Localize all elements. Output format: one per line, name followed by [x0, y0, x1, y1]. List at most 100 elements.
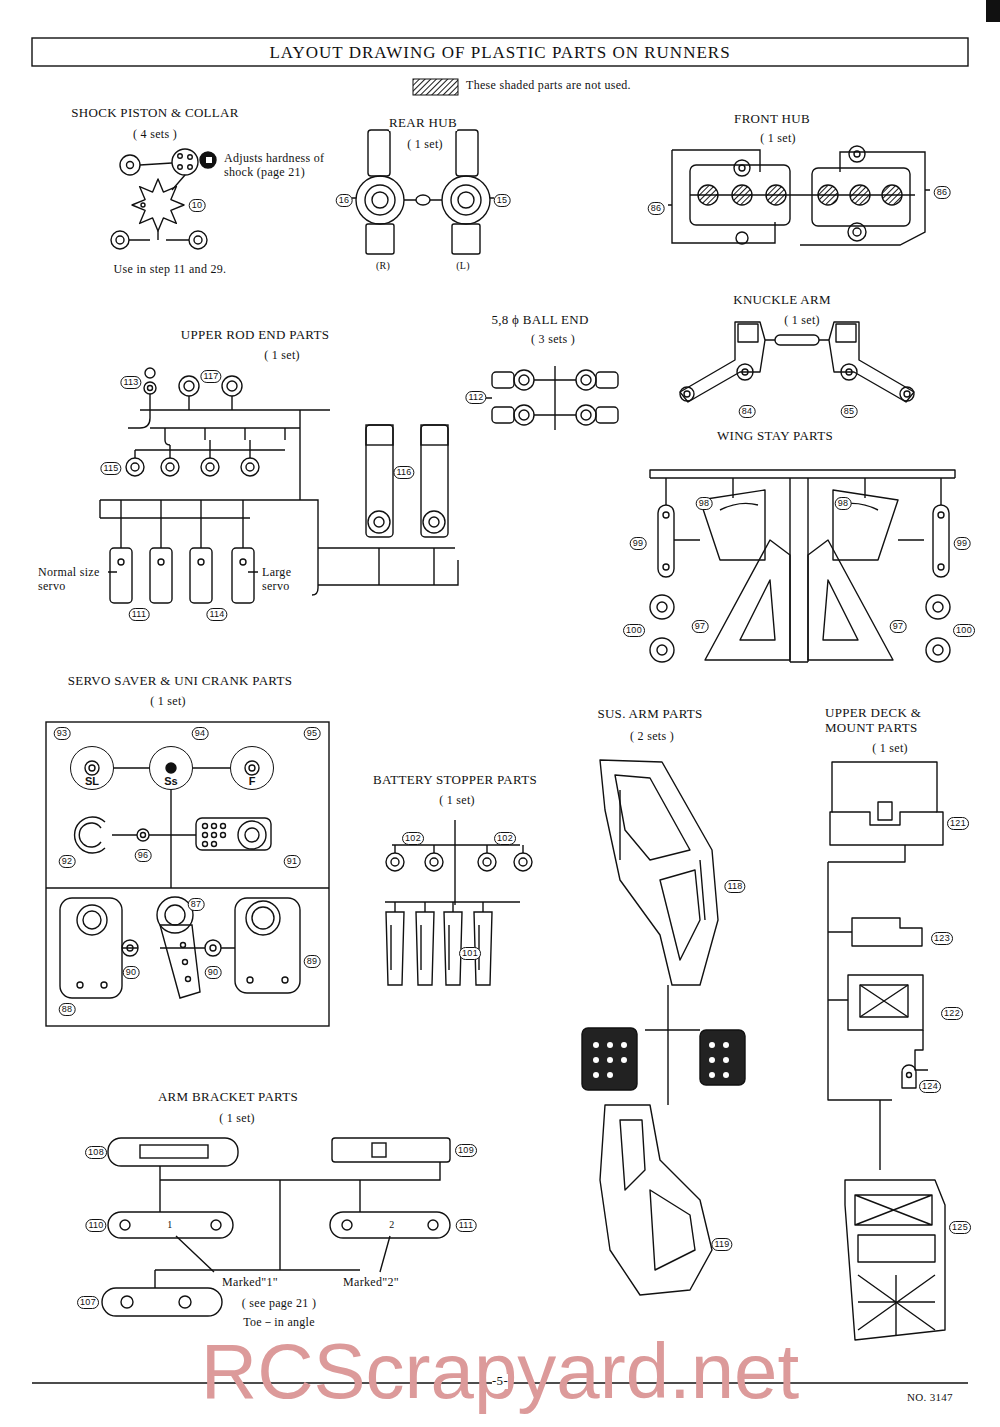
servo-saver-shape	[79, 823, 101, 847]
wing-stay-shape	[933, 602, 943, 612]
sus-arm-shape	[650, 1190, 695, 1270]
callout-number: 93	[54, 727, 71, 740]
arm-bracket-shape	[155, 1162, 440, 1288]
upper-rod-end-shape	[421, 425, 448, 537]
battery-stopper-shape	[416, 912, 434, 985]
shock-piston-shape	[132, 179, 184, 231]
servo-saver-shape	[282, 977, 288, 983]
upper-rod-end-shape	[128, 394, 330, 500]
page-frame-shape	[32, 38, 968, 66]
wing-stay-shape	[808, 540, 893, 660]
arm-bracket	[102, 1138, 450, 1316]
sus-arm-shape	[709, 1042, 715, 1048]
upper-rod-end-shape	[198, 559, 204, 565]
arm-bracket-shape	[428, 1220, 438, 1230]
callout-number: 92	[59, 855, 76, 868]
upper-rod-end-shape	[366, 425, 393, 445]
callout-number: 107	[77, 1296, 99, 1309]
shock-piston-shape	[178, 165, 183, 170]
rear-hub-shape	[451, 185, 481, 215]
wing-stay-shape	[720, 503, 758, 510]
arm-bracket-shape	[108, 1212, 233, 1238]
knuckle-arm-shape	[900, 387, 914, 401]
knuckle-arm	[680, 322, 914, 402]
callout-number: 94	[192, 727, 209, 740]
callout-number: 98	[835, 497, 852, 510]
ball-end-shape	[492, 407, 514, 423]
callout-number: 99	[630, 537, 647, 550]
knuckle-arm-shape	[680, 322, 765, 402]
callout-number: 116	[393, 466, 414, 479]
battery-stopper-shape	[385, 820, 523, 912]
front-hub-shape	[849, 146, 865, 162]
sus-arm-shape	[621, 1042, 627, 1048]
disc-mark: Ss	[164, 775, 177, 787]
callout-number: 102	[402, 832, 424, 845]
legend-swatch-shape	[413, 79, 458, 95]
upper-rod-end-shape	[241, 458, 259, 476]
arm-bracket-shape	[102, 1288, 222, 1316]
upper-rod-end-shape	[150, 548, 172, 603]
shock-piston-shape	[140, 163, 172, 165]
upper-rod-end-shape	[126, 458, 144, 476]
shock-piston-shape	[116, 236, 124, 244]
shock-piston-shape	[188, 155, 193, 160]
upper-deck-shape	[848, 975, 923, 1030]
callout-number: 88	[59, 1003, 76, 1016]
callout-number: 97	[692, 620, 709, 633]
rear-hub-shape	[352, 198, 494, 200]
upper-rod-end-shape	[222, 376, 242, 396]
upper-rod-end-shape	[148, 386, 153, 391]
part-label: ( 1 set)	[264, 349, 300, 363]
sus-arm-shape	[723, 1057, 729, 1063]
rear-hub-shape	[366, 224, 394, 254]
page-title: LAYOUT DRAWING OF PLASTIC PARTS ON RUNNE…	[269, 43, 730, 63]
part-label: BATTERY STOPPER PARTS	[373, 773, 537, 788]
knuckle-arm-shape	[742, 369, 748, 375]
shock-piston-shape	[188, 165, 193, 170]
part-label: ( see page 21 )	[242, 1297, 316, 1311]
servo-saver-shape	[183, 960, 188, 965]
sus-arm-shape	[660, 870, 700, 960]
callout-number: 111	[129, 608, 150, 621]
sus-arm-shape	[709, 1057, 715, 1063]
sus-arm-shape	[600, 760, 718, 985]
arm-bracket-shape	[332, 1138, 450, 1162]
upper-deck-shape	[858, 1235, 935, 1335]
upper-rod-end-shape	[179, 376, 199, 396]
servo-saver-shape	[247, 977, 253, 983]
callout-number: 98	[696, 497, 713, 510]
shock-piston-shape	[129, 231, 189, 240]
wing-stay-shape	[663, 564, 669, 570]
callout-number: 109	[455, 1144, 477, 1157]
servo-saver-shape	[77, 982, 83, 988]
upper-rod-end-shape	[232, 548, 254, 603]
upper-rod-end-shape	[300, 500, 458, 595]
ball-end-shape	[514, 405, 534, 425]
servo-saver-shape	[89, 765, 95, 771]
upper-rod-end-shape	[423, 511, 445, 533]
callout-number: 97	[890, 620, 907, 633]
servo-saver-shape	[122, 947, 235, 948]
servo-saver-shape	[249, 765, 255, 771]
upper-rod-end	[100, 368, 458, 603]
front-hub-shape	[732, 185, 752, 205]
wing-stay-shape	[926, 638, 950, 662]
upper-rod-end-shape	[110, 548, 132, 603]
callout-number: 113	[120, 376, 141, 389]
servo-saver-shape	[75, 817, 105, 853]
ball-end-shape	[514, 370, 534, 390]
servo-saver-shape	[203, 842, 208, 847]
upper-deck	[828, 762, 945, 1340]
wing-stay-shape	[938, 564, 944, 570]
arm-bracket-shape	[211, 1220, 221, 1230]
part-label: UPPER DECK & MOUNT PARTS	[825, 706, 955, 736]
part-label: 5,8 ϕ BALL END	[491, 313, 588, 328]
upper-rod-end-shape	[421, 425, 448, 445]
upper-rod-end-shape	[240, 559, 246, 565]
sus-arm-shape	[593, 1042, 599, 1048]
arm-bracket-shape	[120, 1220, 130, 1230]
sus-arm-shape	[582, 1028, 637, 1090]
callout-number: 100	[953, 624, 975, 637]
wing-stay-shape	[705, 540, 790, 660]
